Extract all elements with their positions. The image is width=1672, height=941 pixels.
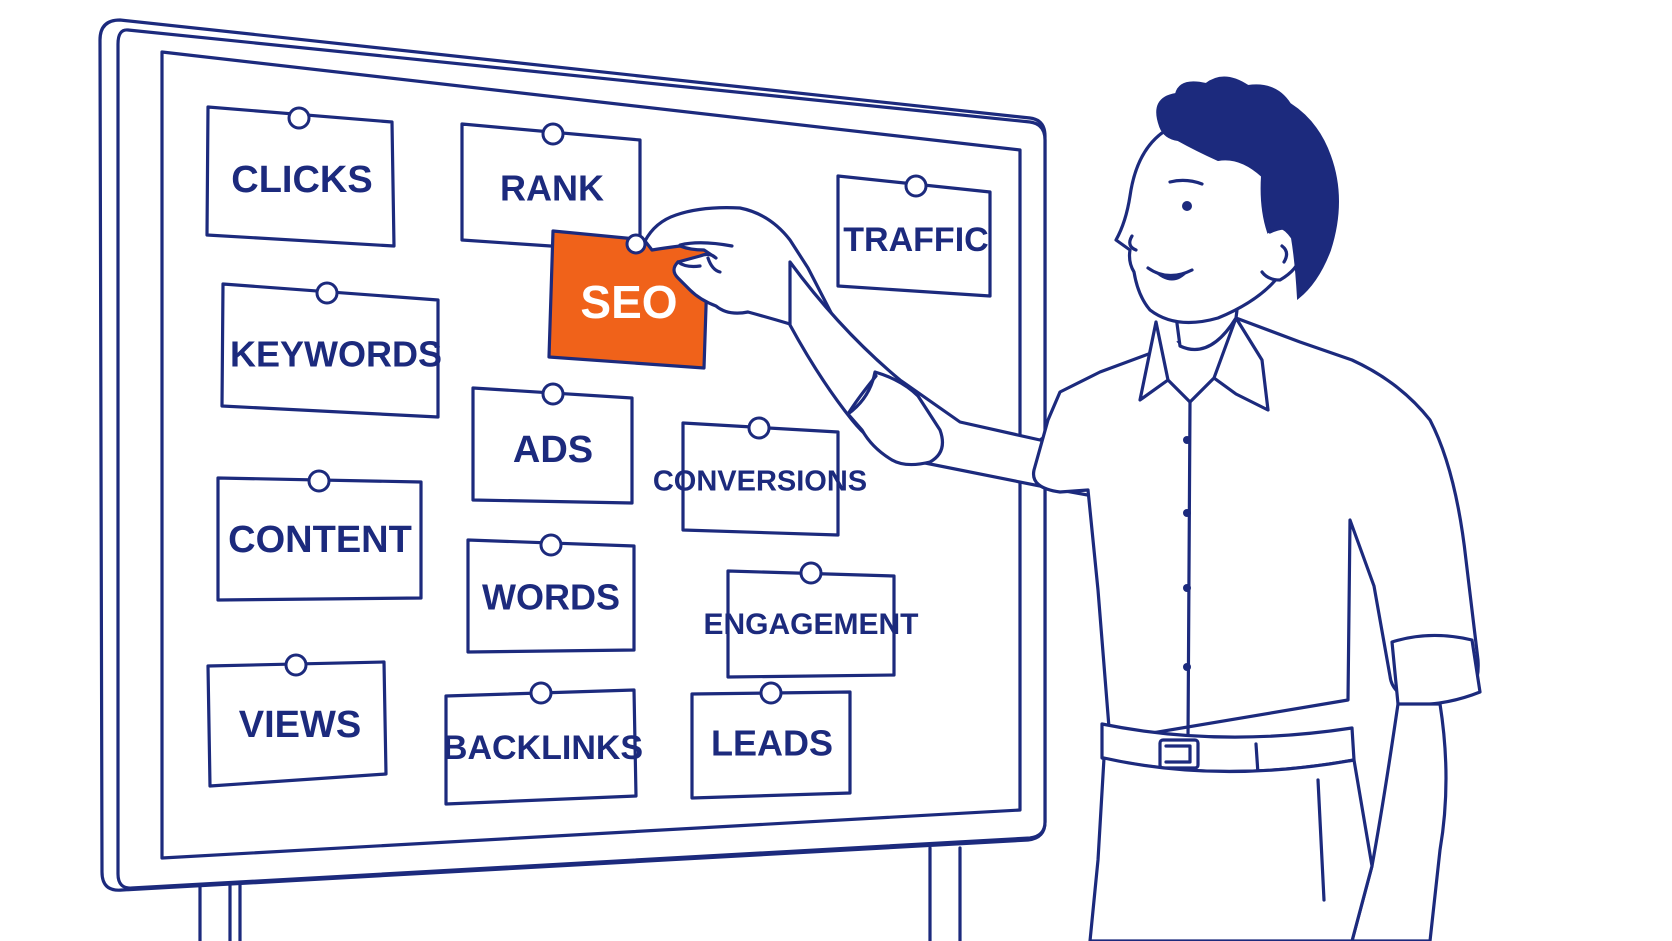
pin-icon <box>307 469 331 493</box>
note-clicks-label: CLICKS <box>231 159 372 201</box>
note-conversions: CONVERSIONS <box>653 416 867 537</box>
shirt-button-icon <box>1183 436 1191 444</box>
note-keywords-label: KEYWORDS <box>230 334 442 375</box>
pin-icon <box>539 533 563 557</box>
pin-icon <box>759 681 783 705</box>
note-views: VIEWS <box>206 653 388 788</box>
shirt-button-icon <box>1183 584 1191 592</box>
note-backlinks-label: BACKLINKS <box>443 729 643 767</box>
pin-icon <box>799 561 823 585</box>
note-clicks: CLICKS <box>205 105 396 248</box>
note-views-label: VIEWS <box>239 704 361 746</box>
note-words: WORDS <box>466 533 636 654</box>
note-ads-label: ADS <box>513 429 593 471</box>
note-ads: ADS <box>471 382 634 505</box>
person <box>643 76 1482 941</box>
eye-icon <box>1182 201 1192 211</box>
note-traffic: TRAFFIC <box>836 174 992 298</box>
note-rank-label: RANK <box>500 168 604 209</box>
pin-icon <box>284 653 308 677</box>
note-engagement-label: ENGAGEMENT <box>703 608 918 641</box>
pin-icon <box>541 122 565 146</box>
note-keywords: KEYWORDS <box>220 281 442 419</box>
pin-icon <box>904 174 928 198</box>
note-content-label: CONTENT <box>228 519 412 561</box>
shirt-button-icon <box>1183 663 1191 671</box>
shirt-button-icon <box>1183 509 1191 517</box>
note-engagement: ENGAGEMENT <box>703 561 919 679</box>
note-words-label: WORDS <box>482 577 620 618</box>
pin-icon <box>625 233 647 255</box>
note-conversions-label: CONVERSIONS <box>653 466 867 498</box>
pin-icon <box>315 281 339 305</box>
note-traffic-label: TRAFFIC <box>843 221 988 259</box>
note-content: CONTENT <box>216 469 423 602</box>
note-rank: RANK <box>460 122 642 254</box>
note-leads-label: LEADS <box>711 723 833 764</box>
note-seo-highlight: SEO <box>547 229 710 370</box>
note-leads: LEADS <box>690 681 852 800</box>
pin-icon <box>529 681 553 705</box>
pin-icon <box>287 106 311 130</box>
pin-icon <box>541 382 565 406</box>
belt-buckle-icon <box>1158 738 1200 770</box>
pin-icon <box>747 416 771 440</box>
note-seo-label: SEO <box>580 276 677 328</box>
note-backlinks: BACKLINKS <box>443 681 643 806</box>
